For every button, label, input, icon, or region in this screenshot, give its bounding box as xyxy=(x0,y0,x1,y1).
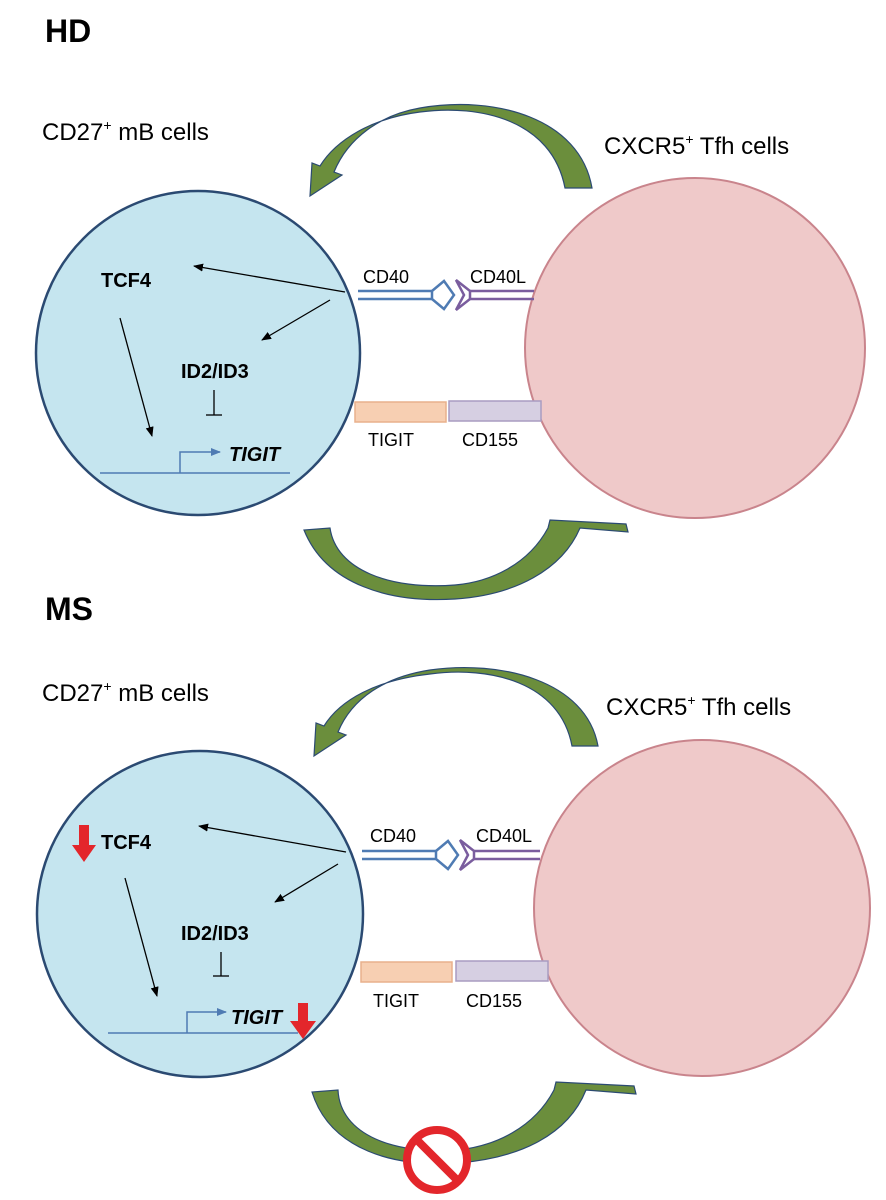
id-label-ms: ID2/ID3 xyxy=(181,923,249,945)
id-label-hd: ID2/ID3 xyxy=(181,361,249,383)
tigit-gene-label-hd: TIGIT xyxy=(229,444,282,466)
cd155-label-ms: CD155 xyxy=(466,991,522,1011)
tigit-receptor-hd xyxy=(354,401,447,423)
t-cell-ms xyxy=(533,739,871,1077)
cd40l-label-ms: CD40L xyxy=(476,826,532,846)
inhibition-arc-hd xyxy=(303,519,629,601)
tcf4-label-hd: TCF4 xyxy=(101,270,152,292)
cd40-label-ms: CD40 xyxy=(370,826,416,846)
t-cell-hd xyxy=(524,177,866,519)
cd40l-ligand-ms xyxy=(458,839,540,871)
tigit-gene-promoter-ms xyxy=(108,1008,298,1034)
cd40-receptor-hd xyxy=(358,279,456,311)
signal-arrow-to-tcf4-ms xyxy=(198,823,347,853)
panel-title-hd: HD xyxy=(45,13,91,49)
b-cell-hd xyxy=(34,189,362,517)
signal-arrow-to-id-hd xyxy=(261,299,331,341)
b-cell-label-hd: CD27+ mB cells xyxy=(42,117,209,146)
t-cell-label-hd: CXCR5+ Tfh cells xyxy=(604,131,789,160)
blocked-symbol-ms xyxy=(403,1126,471,1194)
panel-ms: MS CD27+ mB cells CXCR5+ Tfh cells CD40 … xyxy=(35,591,871,1194)
panel-title-ms: MS xyxy=(45,591,93,627)
cd155-label-hd: CD155 xyxy=(462,430,518,450)
tcf4-to-tigit-arrow-ms xyxy=(124,877,159,997)
id-inhibition-hd xyxy=(206,390,222,416)
cd155-ligand-hd xyxy=(448,400,542,422)
cd40-label-hd: CD40 xyxy=(363,267,409,287)
cd40l-label-hd: CD40L xyxy=(470,267,526,287)
b-cell-ms xyxy=(35,749,365,1079)
tigit-gene-promoter-hd xyxy=(100,448,290,474)
tigit-receptor-label-hd: TIGIT xyxy=(368,430,414,450)
activation-arrow-hd xyxy=(309,103,593,198)
tigit-down-arrow-ms xyxy=(290,1003,316,1039)
b-cell-label-ms: CD27+ mB cells xyxy=(42,678,209,707)
cd40-receptor-ms xyxy=(362,839,460,871)
inhibition-arc-ms xyxy=(311,1081,637,1165)
id-inhibition-ms xyxy=(213,952,229,977)
t-cell-label-ms: CXCR5+ Tfh cells xyxy=(606,692,791,721)
tigit-gene-label-ms: TIGIT xyxy=(231,1007,284,1029)
tcf4-to-tigit-arrow-hd xyxy=(119,317,154,437)
tigit-receptor-ms xyxy=(360,961,453,983)
cd155-ligand-ms xyxy=(455,960,549,982)
tcf4-label-ms: TCF4 xyxy=(101,832,152,854)
activation-arrow-ms xyxy=(313,667,599,758)
tcf4-down-arrow-ms xyxy=(72,825,96,862)
signal-arrow-to-id-ms xyxy=(274,863,339,903)
tigit-receptor-label-ms: TIGIT xyxy=(373,991,419,1011)
cd40l-ligand-hd xyxy=(454,279,534,311)
signal-arrow-to-tcf4-hd xyxy=(193,263,346,293)
panel-hd: HD CD27+ mB cells CXCR5+ Tfh cells CD40 … xyxy=(34,13,866,601)
